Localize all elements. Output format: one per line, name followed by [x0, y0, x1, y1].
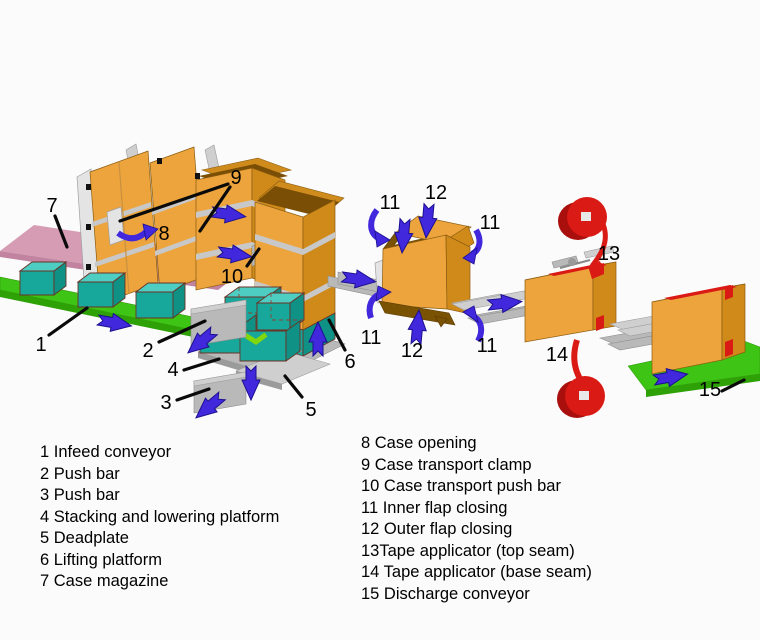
- station-number-12: 12: [425, 182, 447, 204]
- station-number-11: 11: [361, 327, 382, 349]
- magazine-clip: [86, 264, 91, 270]
- legend-item: 14 Tape applicator (base seam): [361, 563, 592, 581]
- legend-item: 12 Outer flap closing: [361, 520, 513, 538]
- legend-right-column: 8 Case opening 9 Case transport clamp 10…: [361, 433, 592, 605]
- pointer-line: [175, 387, 211, 402]
- curved-arrows: [116, 208, 485, 343]
- station-number-10: 10: [221, 266, 243, 288]
- sealed-case: [651, 283, 746, 375]
- magazine-clip: [157, 158, 162, 164]
- pointer-line: [157, 319, 207, 344]
- station-number-11: 11: [480, 212, 501, 234]
- station-numbers: 7 1 2 4 3 5 6 8 9 10 11 12 11 11 12 11 1…: [35, 167, 721, 421]
- legend-item: 5 Deadplate: [40, 529, 129, 547]
- pointer-line: [720, 378, 746, 393]
- station-number-2: 2: [142, 340, 153, 362]
- tape-reel-bottom: [557, 376, 605, 418]
- pointer-line: [283, 374, 304, 399]
- pointer-lines: [47, 182, 746, 402]
- magazine-clip: [86, 224, 91, 230]
- station-number-14: 14: [546, 344, 568, 366]
- station-number-9: 9: [230, 167, 241, 189]
- pointer-line: [327, 318, 347, 352]
- legend-item: 1 Infeed conveyor: [40, 443, 172, 461]
- legend-item: 9 Case transport clamp: [361, 455, 532, 474]
- pointer-line: [198, 185, 232, 233]
- station-number-12: 12: [401, 340, 423, 362]
- legend-item: 8 Case opening: [361, 434, 477, 452]
- pointer-line: [182, 357, 221, 372]
- station-number-13: 13: [598, 243, 620, 265]
- station-number-5: 5: [305, 399, 316, 421]
- station-number-1: 1: [35, 334, 46, 356]
- stacked-box: [255, 292, 306, 331]
- tape-station: [451, 197, 680, 418]
- product-boxes: [18, 261, 187, 319]
- station-number-11: 11: [477, 335, 498, 357]
- station-number-6: 6: [344, 351, 355, 373]
- pointer-line: [47, 306, 89, 337]
- legend-item: 7 Case magazine: [40, 572, 169, 590]
- station-number-7: 7: [46, 195, 57, 217]
- product-box: [76, 272, 127, 308]
- transport-clamp-left: [106, 206, 125, 246]
- legend-item: 3 Push bar: [40, 486, 120, 504]
- legend-item: 10 Case transport push bar: [361, 477, 561, 495]
- station-number-15: 15: [699, 379, 721, 401]
- pointer-line: [245, 247, 261, 268]
- discharge-conveyor: [607, 283, 760, 397]
- pointer-line: [53, 214, 69, 249]
- product-box: [134, 282, 187, 319]
- legend-item: 2 Push bar: [40, 464, 120, 483]
- tape-reel-top: [558, 197, 607, 240]
- product-box: [18, 261, 68, 296]
- legend-item: 11 Inner flap closing: [361, 498, 508, 517]
- legend-item: 6 Lifting platform: [40, 550, 162, 569]
- station-number-3: 3: [160, 392, 171, 414]
- legend-left-column: 1 Infeed conveyor 2 Push bar 3 Push bar …: [40, 442, 279, 593]
- station-number-8: 8: [158, 223, 169, 245]
- legend-item: 4 Stacking and lowering platform: [40, 507, 280, 526]
- case-opening-arrow: [116, 229, 149, 242]
- legend-item: 13Tape applicator (top seam): [361, 541, 575, 560]
- pointer-line: [118, 182, 230, 223]
- legend-item: 15 Discharge conveyor: [361, 584, 530, 603]
- station-number-4: 4: [167, 359, 178, 381]
- magazine-clip: [86, 184, 91, 190]
- station-number-11: 11: [380, 192, 401, 214]
